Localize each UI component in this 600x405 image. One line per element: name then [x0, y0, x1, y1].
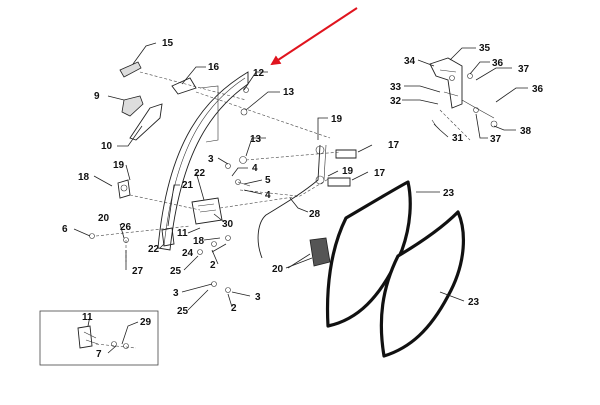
callout-20-right: 20 — [272, 264, 284, 275]
callout-18-left: 18 — [78, 172, 90, 183]
leader-lines — [73, 42, 528, 354]
door-rod — [257, 144, 321, 259]
callout-35: 35 — [479, 43, 491, 54]
callout-labels: 15 16 12 9 13 10 13 19 17 3 4 5 4 19 17 … — [62, 38, 544, 360]
hinge-assembly — [429, 57, 498, 128]
callout-26: 26 — [120, 222, 132, 233]
callout-2-lower: 2 — [231, 303, 237, 314]
callout-30: 30 — [222, 219, 234, 230]
callout-12: 12 — [253, 68, 265, 79]
callout-3-lower-left: 3 — [173, 288, 179, 299]
callout-3-upper: 3 — [208, 154, 214, 165]
callout-16: 16 — [208, 62, 220, 73]
callout-27: 27 — [132, 266, 144, 277]
callout-17-lower: 17 — [374, 168, 386, 179]
callout-29: 29 — [140, 317, 152, 328]
detail-inset — [39, 310, 159, 366]
callout-3-lower-right: 3 — [255, 292, 261, 303]
glass-panels — [325, 180, 466, 358]
callout-37-lower: 37 — [490, 134, 502, 145]
callout-9: 9 — [94, 91, 100, 102]
callout-11-inset: 11 — [82, 312, 93, 323]
stop-block — [309, 237, 331, 267]
callout-19-middle: 19 — [342, 166, 354, 177]
callout-22-lower: 22 — [148, 244, 160, 255]
callout-2-upper: 2 — [210, 260, 216, 271]
pointer-arrow — [270, 7, 358, 66]
callout-37-upper: 37 — [518, 64, 530, 75]
callout-21: 21 — [182, 180, 194, 191]
assembly-guide-lines — [95, 71, 471, 262]
callout-19-upper: 19 — [331, 114, 343, 125]
callout-22-upper: 22 — [194, 168, 206, 179]
callout-4-lower: 4 — [265, 190, 271, 201]
callout-15: 15 — [162, 38, 174, 49]
callout-34: 34 — [404, 56, 416, 67]
callout-28: 28 — [309, 209, 321, 220]
callout-33: 33 — [390, 82, 402, 93]
callout-17-upper: 17 — [388, 140, 400, 151]
callout-7: 7 — [96, 349, 102, 360]
callout-6: 6 — [62, 224, 68, 235]
callout-13-upper: 13 — [283, 87, 295, 98]
callout-13-lower: 13 — [250, 134, 262, 145]
small-fasteners — [89, 87, 251, 293]
callout-18-lower: 18 — [193, 236, 205, 247]
callout-4-upper: 4 — [252, 163, 258, 174]
callout-24: 24 — [182, 248, 194, 259]
callout-38: 38 — [520, 126, 532, 137]
callout-25-upper: 25 — [170, 266, 182, 277]
door-panel-assembly — [117, 61, 249, 251]
bolt-parts — [315, 145, 357, 187]
callout-20-left: 20 — [98, 213, 110, 224]
callout-23-lower: 23 — [468, 297, 480, 308]
callout-5: 5 — [265, 175, 271, 186]
callout-23-upper: 23 — [443, 188, 455, 199]
callout-36-upper: 36 — [492, 58, 504, 69]
callout-25-lower: 25 — [177, 306, 189, 317]
callout-31: 31 — [452, 133, 464, 144]
callout-32: 32 — [390, 96, 402, 107]
callout-10: 10 — [101, 141, 113, 152]
callout-19-left: 19 — [113, 160, 125, 171]
callout-11: 11 — [177, 228, 188, 239]
callout-36-lower: 36 — [532, 84, 544, 95]
